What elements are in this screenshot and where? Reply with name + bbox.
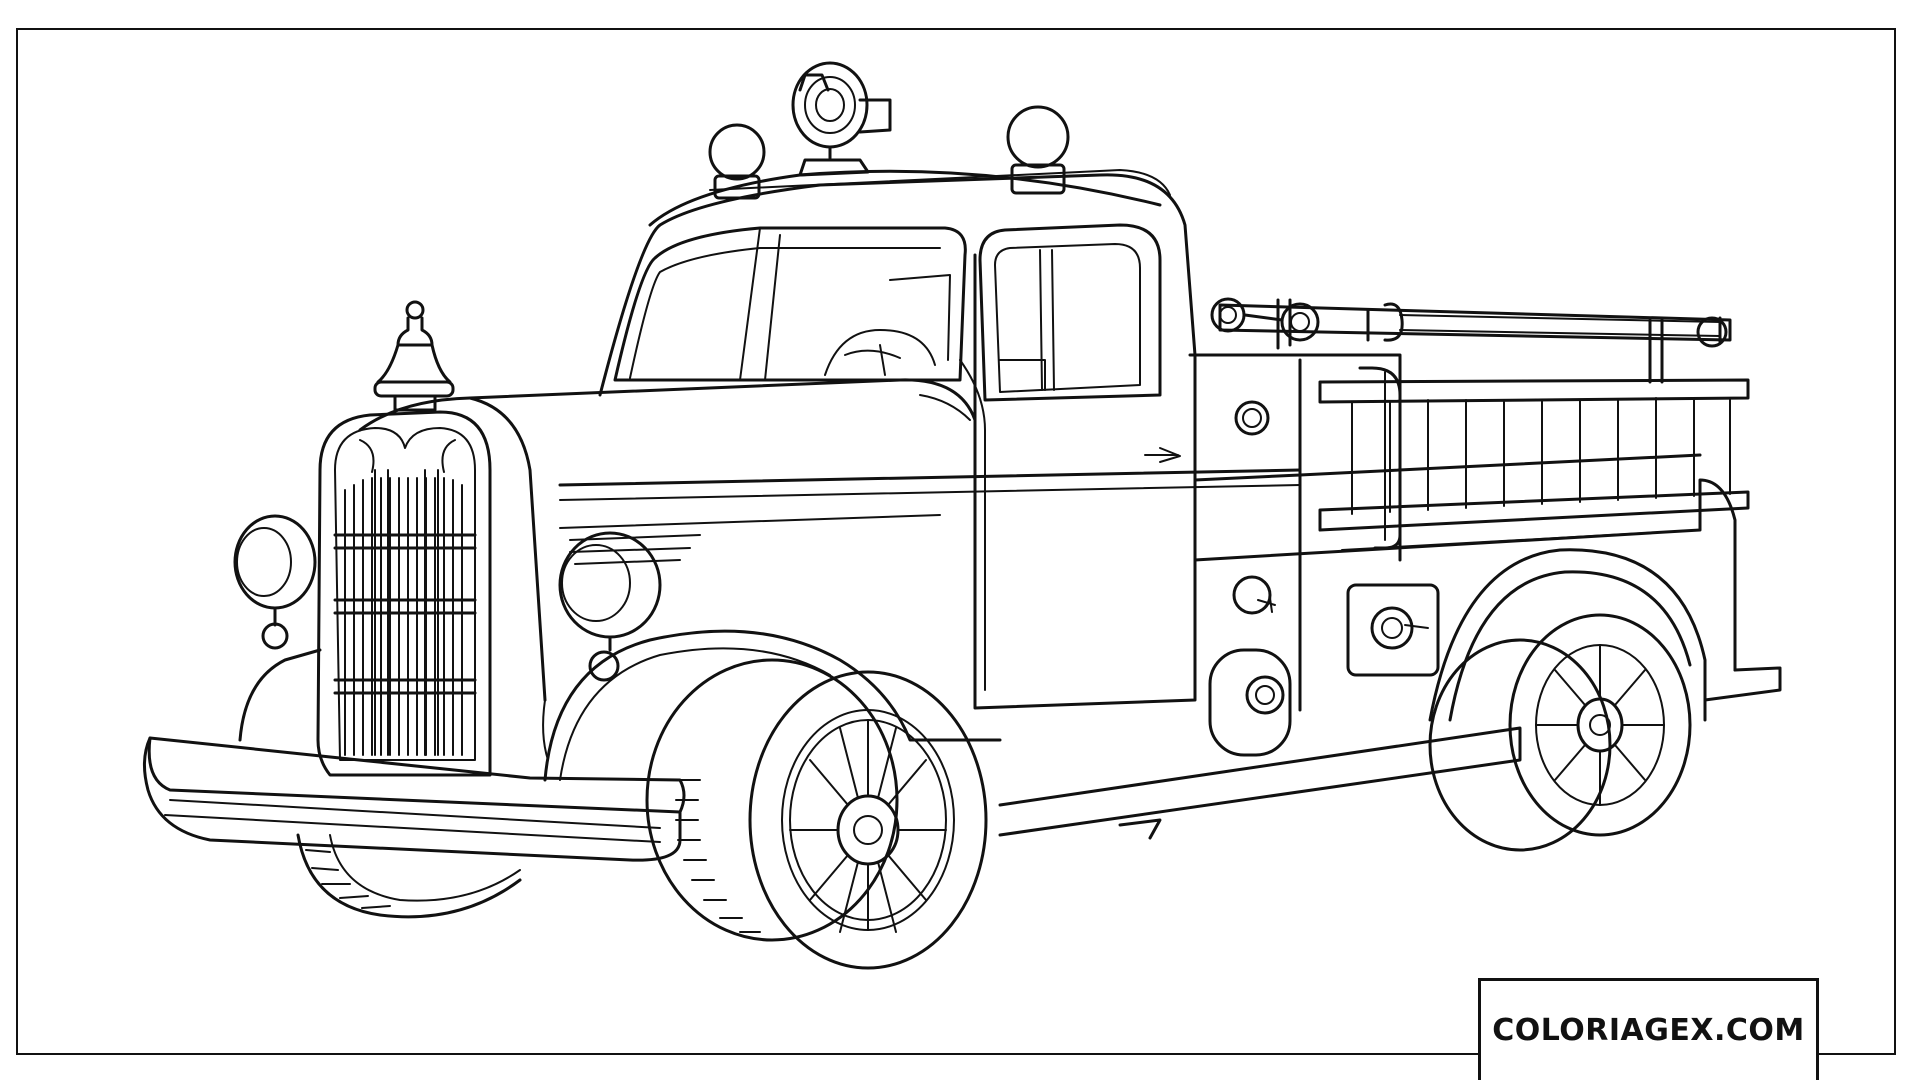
front-bumper <box>143 736 686 862</box>
grille <box>316 410 492 777</box>
bell <box>373 300 455 412</box>
rear-wheel <box>1428 613 1692 852</box>
ladder <box>1318 318 1750 550</box>
headlights <box>233 514 662 682</box>
left-front-wheel <box>296 833 522 919</box>
front-wheel <box>645 658 988 970</box>
hose-pipe <box>1210 297 1732 350</box>
cab <box>558 169 1302 710</box>
page-border <box>16 28 1896 1055</box>
watermark-text: COLORIAGEX.COM <box>1492 1013 1805 1048</box>
roof-lights <box>708 61 1070 200</box>
watermark-box: COLORIAGEX.COM <box>1478 978 1819 1080</box>
front-fender <box>238 629 1002 782</box>
